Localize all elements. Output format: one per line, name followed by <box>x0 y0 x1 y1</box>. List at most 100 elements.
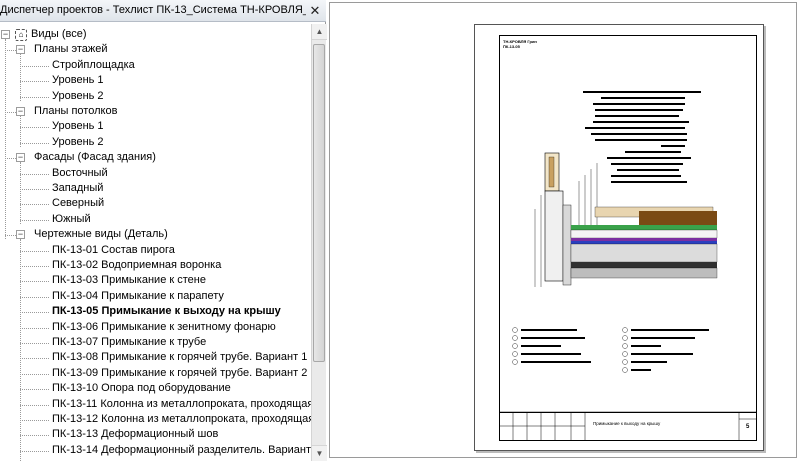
tree-item[interactable]: ПК-13-10 Опора под оборудование <box>51 381 232 396</box>
close-icon[interactable]: ✕ <box>309 3 321 18</box>
tree-connector <box>20 404 49 406</box>
tree-connector <box>5 158 16 160</box>
tree-connector <box>20 327 49 329</box>
tree-item[interactable]: Западный <box>51 181 104 196</box>
tree-scrollbar[interactable]: ▲ ▼ <box>311 24 327 461</box>
tree-group[interactable]: Планы потолков <box>33 104 118 119</box>
tree-connector <box>20 420 49 421</box>
tree-item[interactable]: ПК-13-14 Деформационный разделитель. Вар… <box>51 443 311 458</box>
tree-group[interactable]: Виды (все) <box>30 27 88 42</box>
tree-item[interactable]: ПК-13-06 Примыкание к зенитному фонарю <box>51 320 277 335</box>
tree-item[interactable]: Стройплощадка <box>51 58 136 73</box>
tree-item[interactable]: Уровень 1 <box>51 73 105 88</box>
dimension-line <box>534 195 542 287</box>
tree-item[interactable]: Уровень 2 <box>51 89 105 104</box>
tree-item[interactable]: Уровень 1 <box>51 119 105 134</box>
tree-connector <box>20 312 49 314</box>
tree-item[interactable]: Северный <box>51 196 105 211</box>
leader-lines <box>578 163 598 235</box>
scrollbar-thumb[interactable] <box>313 44 325 362</box>
tree-connector <box>20 81 49 83</box>
project-browser-title: Диспетчер проектов - Техлист ПК-13_Систе… <box>0 4 306 16</box>
tree-item-label: Уровень 2 <box>52 135 104 148</box>
tree-connector <box>20 250 49 252</box>
tree-item-label: ПК-13-09 Примыкание к горячей трубе. Вар… <box>52 366 308 379</box>
tree-item[interactable]: ПК-13-04 Примыкание к парапету <box>51 289 225 304</box>
legend <box>512 327 709 373</box>
tree-item[interactable]: ПК-13-11 Колонна из металлопроката, прох… <box>51 397 311 412</box>
tree-item-label: Восточный <box>52 166 108 179</box>
tree-item-label: Южный <box>52 212 91 225</box>
callout-text-lines <box>583 91 701 183</box>
tree-item-label: Западный <box>52 182 104 194</box>
tree-connector <box>20 173 49 175</box>
tree-guide <box>20 54 21 101</box>
collapse-toggle-icon[interactable]: − <box>16 152 25 163</box>
tree-item-label: Северный <box>52 197 105 210</box>
project-browser-panel: Диспетчер проектов - Техлист ПК-13_Систе… <box>0 0 327 461</box>
tree-connector <box>20 96 49 98</box>
tree-item-label: ПК-13-05 Примыкание к выходу на крышу <box>52 305 281 318</box>
tree-connector <box>20 189 49 190</box>
tree-item-label: Виды (все) <box>31 28 87 40</box>
project-browser-titlebar[interactable]: Диспетчер проектов - Техлист ПК-13_Систе… <box>0 0 326 22</box>
tree-item[interactable]: Уровень 2 <box>51 135 105 150</box>
tree-connector <box>20 281 49 283</box>
tree-item[interactable]: ПК-13-09 Примыкание к горячей трубе. Вар… <box>51 366 308 381</box>
tree-item-label: ПК-13-07 Примыкание к трубе <box>52 336 207 348</box>
tree-connector <box>20 65 49 67</box>
tree-guide <box>20 239 21 461</box>
scroll-down-icon[interactable]: ▼ <box>312 445 327 461</box>
tree-item[interactable]: ПК-13-07 Примыкание к трубе <box>51 335 207 350</box>
scroll-up-icon[interactable]: ▲ <box>312 24 327 40</box>
tree-item[interactable]: ПК-13-05 Примыкание к выходу на крышу <box>51 304 282 319</box>
tree-item[interactable]: ПК-13-03 Примыкание к стене <box>51 273 207 288</box>
tree-item[interactable]: ПК-13-13 Деформационный шов <box>51 427 219 442</box>
tree-connector <box>20 266 49 267</box>
tree-connector <box>20 435 49 437</box>
tree-connector <box>20 358 49 360</box>
tree-connector <box>20 450 49 452</box>
collapse-toggle-icon[interactable]: − <box>16 44 25 55</box>
tree-connector <box>5 235 16 237</box>
tree-item-label: Планы этажей <box>34 43 108 56</box>
tree-item-label: ПК-13-13 Деформационный шов <box>52 428 219 441</box>
tree-guide <box>20 162 21 224</box>
tree-item[interactable]: Южный <box>51 212 92 227</box>
title-block <box>499 412 757 441</box>
tree-guide <box>5 39 6 240</box>
tree-item[interactable]: Восточный <box>51 166 109 181</box>
tree-item-label: ПК-13-01 Состав пирога <box>52 243 175 256</box>
tree-group[interactable]: Планы этажей <box>33 42 109 57</box>
tree-item-label: ПК-13-12 Колонна из металлопроката, прох… <box>52 413 311 425</box>
tree-connector <box>20 373 49 375</box>
tree-connector <box>20 204 49 206</box>
tree-item-label: ПК-13-11 Колонна из металлопроката, прох… <box>52 397 311 410</box>
tree-item-label: Чертежные виды (Деталь) <box>34 228 168 241</box>
tree-connector <box>20 389 49 391</box>
collapse-toggle-icon[interactable]: − <box>16 229 25 240</box>
roof-layers <box>570 206 718 279</box>
tree-item-label: ПК-13-14 Деформационный разделитель. Вар… <box>52 443 311 456</box>
tree-item-label: Уровень 1 <box>52 74 104 87</box>
tree-item[interactable]: ПК-13-02 Водоприемная воронка <box>51 258 222 273</box>
collapse-toggle-icon[interactable]: − <box>16 106 25 116</box>
tree-item-label: Фасады (Фасад здания) <box>34 151 156 164</box>
collapse-toggle-icon[interactable]: − <box>1 29 10 39</box>
views-icon: ⌂ <box>15 29 27 41</box>
sheet-border <box>499 35 757 441</box>
tree-item[interactable]: ПК-13-12 Колонна из металлопроката, прох… <box>51 412 311 427</box>
tree-connector <box>20 296 49 298</box>
tree-connector <box>5 112 16 113</box>
tree-item-label: ПК-13-04 Примыкание к парапету <box>52 289 224 302</box>
tree-item[interactable]: ПК-13-08 Примыкание к горячей трубе. Вар… <box>51 350 308 365</box>
tree-group[interactable]: Фасады (Фасад здания) <box>33 150 157 165</box>
tree-item[interactable]: ПК-13-01 Состав пирога <box>51 243 176 258</box>
tree-group[interactable]: Чертежные виды (Деталь) <box>33 227 169 242</box>
tree-connector <box>20 219 49 221</box>
tree-connector <box>20 343 49 344</box>
tree-item-label: ПК-13-06 Примыкание к зенитному фонарю <box>52 320 276 333</box>
